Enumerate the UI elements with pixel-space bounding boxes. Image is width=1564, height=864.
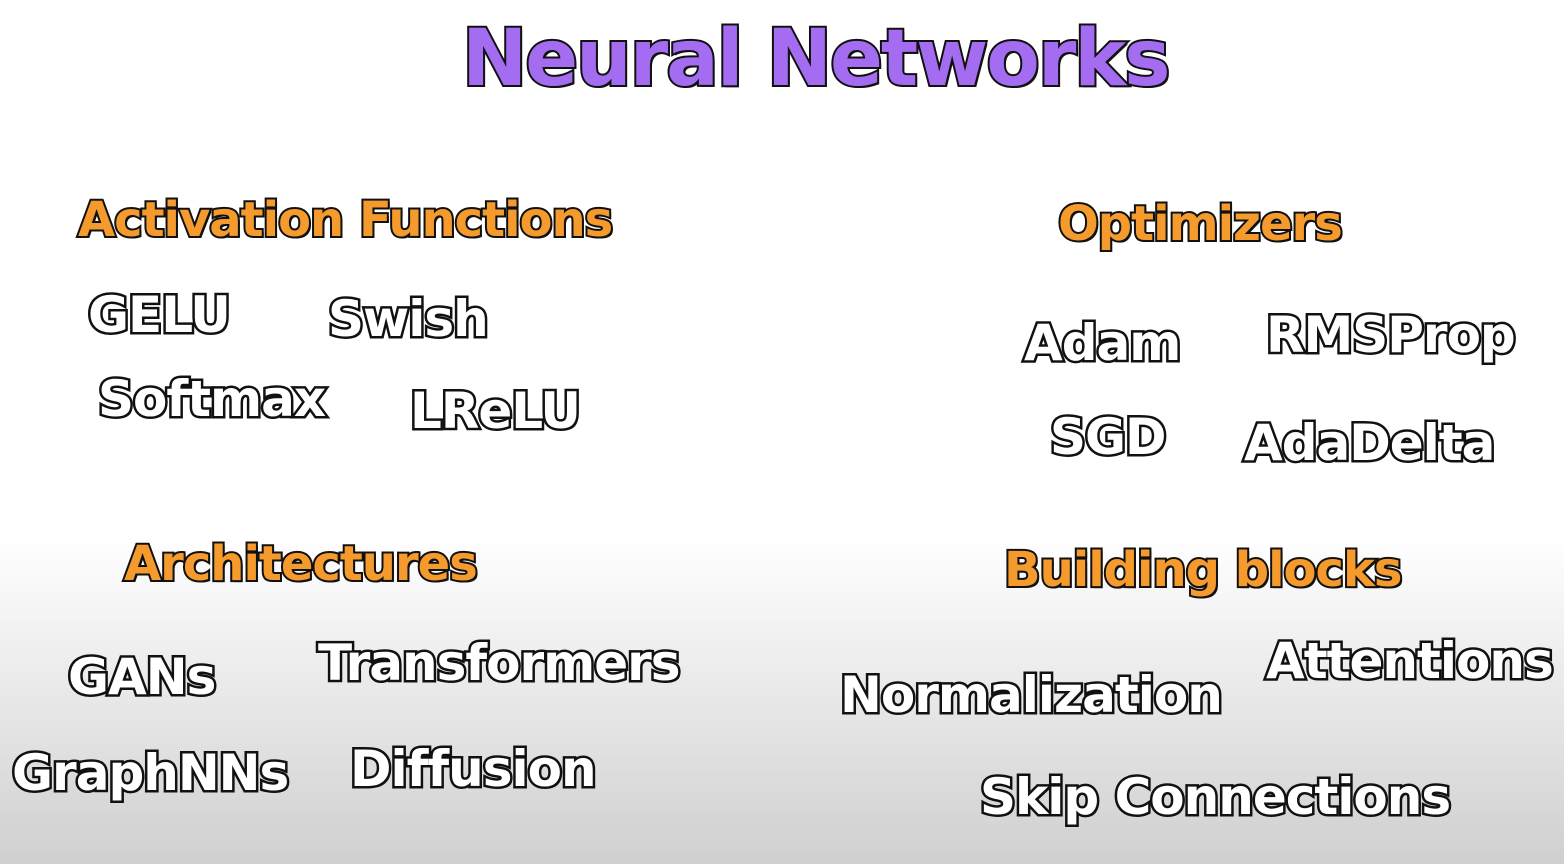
heading-building-blocks: Building blocks	[1002, 542, 1404, 598]
slide-title: Neural Networks	[460, 14, 1173, 104]
heading-activation-functions: Activation Functions	[76, 192, 615, 248]
term-normalization: Normalization	[838, 666, 1226, 724]
term-diffusion: Diffusion	[348, 740, 600, 798]
heading-optimizers: Optimizers	[1056, 196, 1345, 252]
term-sgd: SGD	[1048, 408, 1170, 466]
term-transformers: Transformers	[316, 634, 684, 692]
heading-architectures: Architectures	[122, 536, 480, 592]
term-swish: Swish	[326, 290, 492, 348]
term-lrelu: LReLU	[408, 382, 584, 440]
term-attentions: Attentions	[1264, 632, 1557, 690]
term-adam: Adam	[1021, 314, 1183, 372]
term-gelu: GELU	[86, 286, 234, 344]
term-rmsprop: RMSProp	[1264, 306, 1519, 364]
term-softmax: Softmax	[95, 370, 328, 428]
term-skip-connections: Skip Connections	[977, 768, 1453, 826]
term-graphnns: GraphNNs	[9, 744, 291, 802]
term-gans: GANs	[65, 648, 218, 706]
term-adadelta: AdaDelta	[1241, 414, 1497, 472]
